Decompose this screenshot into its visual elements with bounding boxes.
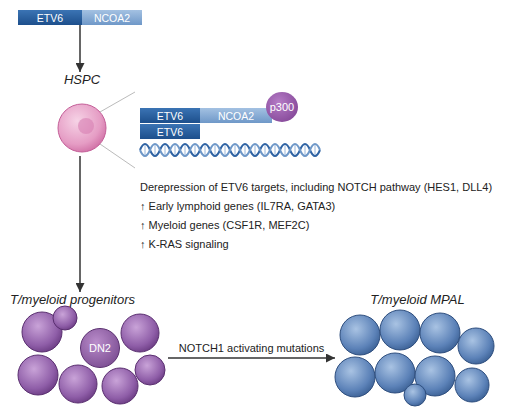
gene-segment: ETV6 — [140, 108, 200, 123]
gene-segment: ETV6 — [18, 10, 82, 25]
dna-helix — [140, 144, 320, 156]
gene-segment: NCOA2 — [82, 10, 142, 25]
node-text: HSPC — [50, 72, 114, 87]
cell-cluster: T/myeloid MPAL — [335, 292, 500, 404]
node-text: T/myeloid progenitors — [10, 292, 168, 307]
annotation-text: ↑ Myeloid genes (CSF1R, MEF2C) — [140, 219, 309, 231]
annotation-text: Derepression of ETV6 targets, including … — [140, 181, 492, 193]
annotation-text: ↑ K-RAS signaling — [140, 238, 229, 250]
zoom-line — [100, 144, 135, 168]
arrow-connector — [79, 156, 81, 292]
node-text: ETV6 — [157, 110, 183, 122]
dna-strand — [140, 144, 320, 156]
node-text: ETV6 — [157, 126, 183, 138]
progenitor-cells — [18, 306, 165, 404]
zoom-line — [100, 92, 135, 112]
dna-rungs — [145, 145, 315, 155]
cell-cluster: T/myeloid progenitorsDN2 — [8, 292, 168, 404]
dna-strand — [140, 144, 320, 156]
gene-segment: ETV6 — [140, 124, 200, 139]
cell-node: HSPC — [50, 72, 114, 156]
annotation-text: ↑ Early lymphoid genes (IL7RA, GATA3) — [140, 200, 335, 212]
hspc-cell — [58, 104, 106, 152]
arrow-connector — [79, 25, 81, 72]
protein-circle: p300 — [266, 92, 298, 122]
node-text: NCOA2 — [94, 12, 130, 24]
gene-segment: NCOA2 — [200, 108, 272, 123]
node-text: ETV6 — [37, 12, 63, 24]
node-text: NCOA2 — [218, 110, 254, 122]
cell-node: DN2 — [80, 328, 120, 368]
mpal-cells — [335, 310, 494, 406]
node-text: p300 — [270, 101, 294, 113]
node-text: DN2 — [89, 342, 111, 354]
node-text: T/myeloid MPAL — [335, 292, 500, 307]
cell-nucleus — [78, 118, 94, 134]
arrow-connector — [168, 357, 335, 359]
edge-label: NOTCH1 activating mutations — [179, 342, 325, 354]
